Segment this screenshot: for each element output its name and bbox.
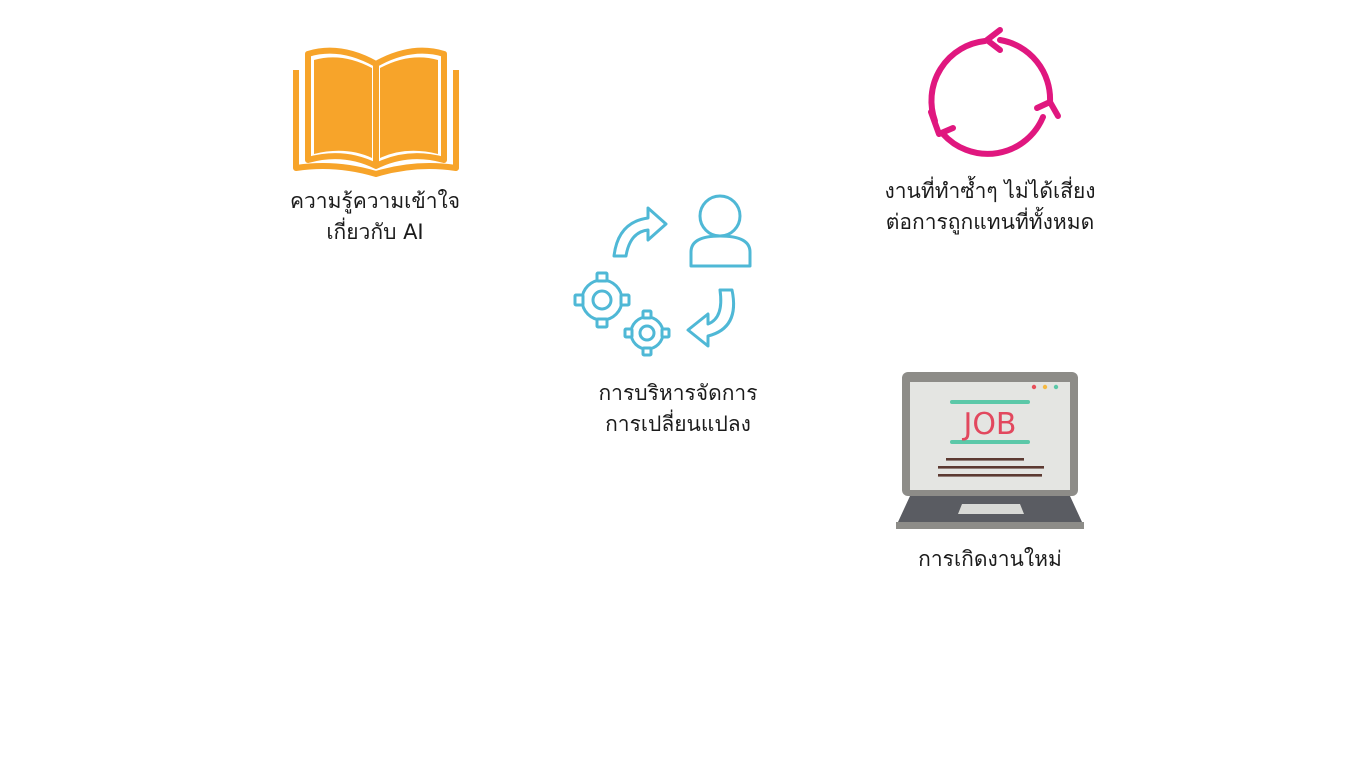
caption-line: ต่อการถูกแทนที่ทั้งหมด [885, 210, 1095, 234]
ai-knowledge-caption: ความรู้ความเข้าใจ เกี่ยวกับ AI [275, 186, 475, 248]
open-book-icon [288, 42, 464, 182]
new-jobs-caption: การเกิดงานใหม่ [890, 544, 1090, 575]
caption-line: การเกิดงานใหม่ [918, 547, 1062, 571]
job-screen-text: JOB [961, 407, 1016, 442]
change-management-caption: การบริหารจัดการ การเปลี่ยนแปลง [578, 378, 778, 440]
caption-line: เกี่ยวกับ AI [326, 220, 424, 244]
caption-line: ความรู้ความเข้าใจ [289, 189, 461, 213]
person-gears-cycle-icon [570, 190, 760, 360]
caption-line: การบริหารจัดการ [598, 381, 758, 405]
caption-line: การเปลี่ยนแปลง [605, 412, 751, 436]
repetitive-work-caption: งานที่ทำซ้ำๆ ไม่ได้เสี่ยง ต่อการถูกแทนที… [855, 176, 1125, 238]
laptop-job-icon: JOB [896, 372, 1084, 532]
cycle-arrows-icon [915, 24, 1065, 169]
caption-line: งานที่ทำซ้ำๆ ไม่ได้เสี่ยง [884, 179, 1096, 203]
